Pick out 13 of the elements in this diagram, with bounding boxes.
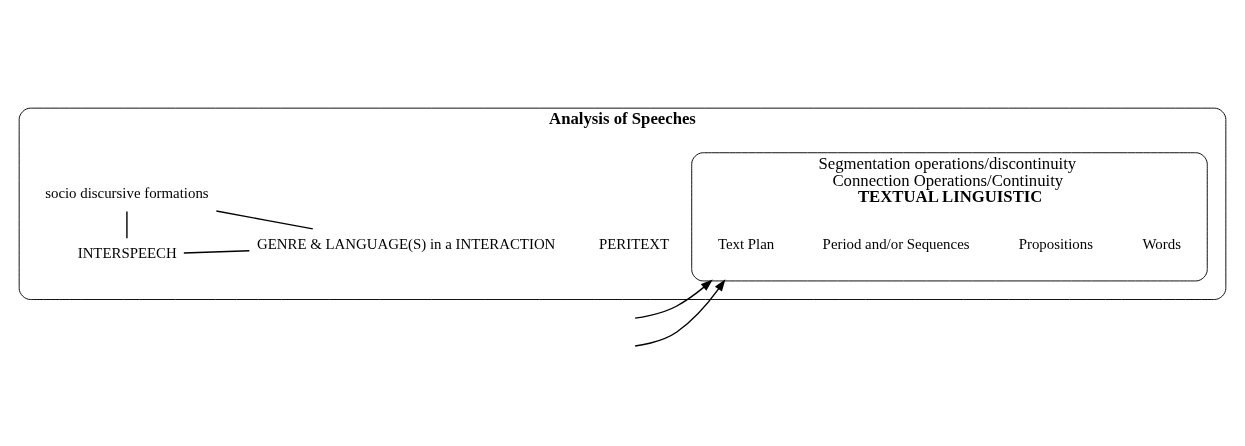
- node-text: INTERSPEECH: [77, 244, 177, 261]
- node-text: socio discursive formations: [45, 184, 209, 201]
- arrow: [634, 278, 726, 347]
- label: Propositions: [1018, 235, 1093, 252]
- label: Words: [1142, 235, 1181, 252]
- node-text: GENRE & LANGUAGE(S) in a INTERACTION: [256, 235, 556, 252]
- connector: [183, 249, 251, 254]
- label: Text Plan: [717, 235, 775, 252]
- label: Period and/or Sequences: [822, 235, 970, 252]
- label: PERITEXT: [599, 235, 670, 252]
- arrow: [634, 279, 713, 319]
- connector: [126, 210, 128, 239]
- connector: [215, 209, 314, 230]
